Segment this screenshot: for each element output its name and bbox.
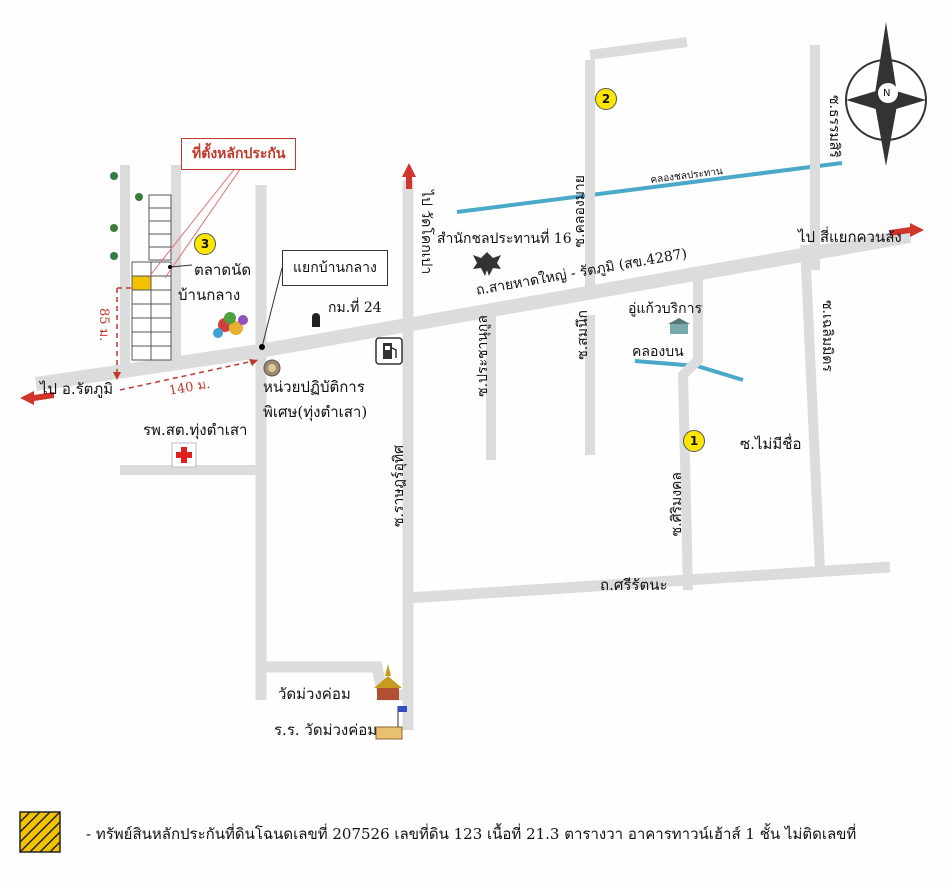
- garage-icon: [668, 318, 690, 334]
- soi-somnuk-label: ซ.สมนึก: [575, 310, 591, 360]
- distance-85-label: 85 ม.: [96, 308, 111, 342]
- marker-1: 1: [683, 430, 705, 452]
- hospital-label: รพ.สต.ทุ่งตำเสา: [143, 421, 248, 439]
- canal-small-label: คลองบน: [632, 344, 684, 360]
- leader-line: [147, 161, 246, 279]
- km24-label: กม.ที่ 24: [328, 300, 382, 316]
- unit-label-1: หน่วยปฏิบัติการ: [263, 378, 365, 396]
- north-compass-icon: [845, 22, 927, 166]
- collateral-location-label: ที่ตั้งหลักประกัน: [181, 138, 297, 170]
- compass-north-letter: N: [883, 88, 891, 99]
- distance-lines: [116, 287, 259, 391]
- canal-top: [456, 161, 843, 214]
- to-north-label: ไป วัดโคกเปา: [418, 190, 434, 275]
- temple-icon: [374, 664, 402, 700]
- km-post-icon: [312, 313, 320, 327]
- market-label-1: ตลาดนัด: [194, 261, 252, 279]
- irrigation-office-label: สำนักชลประทานที่ 16: [437, 231, 572, 247]
- marker-2: 2: [595, 88, 617, 110]
- junction-label: แยกบ้านกลาง: [282, 250, 388, 286]
- temple-label: วัดม่วงค่อม: [278, 685, 351, 703]
- legend-text: - ทรัพย์สินหลักประกันที่ดินโฉนดเลขที่ 20…: [86, 825, 857, 843]
- market-label-2: บ้านกลาง: [178, 286, 241, 304]
- soi-sirimongkol-label: ซ.ศิริมงคล: [669, 472, 685, 537]
- school-icon: [375, 706, 407, 740]
- road-network: [34, 37, 912, 730]
- direction-arrows: [20, 163, 924, 405]
- soi-thamsiri-label: ซ.ธรรมสิริ: [826, 95, 842, 158]
- soi-prachanukul-label: ซ.ประชานุกูล: [475, 315, 491, 397]
- unit-label-2: พิเศษ(ทุ่งตำเสา): [263, 403, 368, 421]
- sri-rattana-road-label: ถ.ศรีรัตนะ: [600, 576, 668, 594]
- garage-label: อู่แก้วบริการ: [628, 301, 703, 317]
- soi-khlongmai-label: ซ.คลองมาย: [572, 175, 588, 248]
- garuda-icon: [473, 252, 501, 276]
- market-icon: [213, 312, 248, 338]
- to-khuanlang-label: ไป สี่แยกควนลัง: [798, 228, 902, 246]
- tree-icons: [110, 172, 143, 260]
- marker-3: 3: [194, 233, 216, 255]
- to-rattaphum-label: ไป อ.รัตภูมิ: [40, 380, 114, 398]
- legend-swatch: [19, 811, 61, 853]
- soi-unnamed-label: ซ.ไม่มีชื่อ: [740, 435, 802, 453]
- hospital-icon: [171, 442, 197, 468]
- unit-icon: [263, 359, 281, 377]
- gas-station-icon: [375, 337, 403, 365]
- soi-rat-uthit-label: ซ.ราษฎร์อุทิศ: [391, 445, 407, 528]
- collateral-parcel: [131, 275, 152, 291]
- soi-chalerm-label: ซ.เฉลิมมิตร: [819, 300, 835, 372]
- school-label: ร.ร. วัดม่วงค่อม: [274, 721, 378, 739]
